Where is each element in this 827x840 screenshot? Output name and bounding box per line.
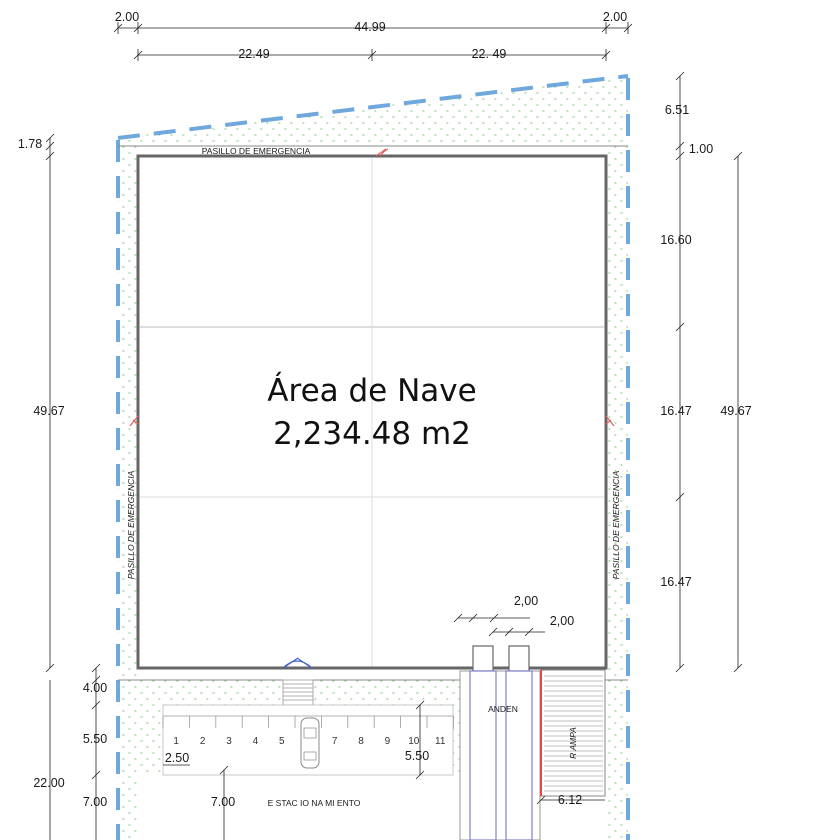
dim-right-total: 49.67 <box>720 404 751 418</box>
green-strip-top <box>118 76 628 146</box>
dim-stall-width: 2.50 <box>165 751 189 765</box>
aisle-lines <box>118 145 628 681</box>
dim-right-16-47-b: 16.47 <box>660 575 691 589</box>
dock-leveler-1 <box>472 645 494 672</box>
car-icon <box>300 717 320 769</box>
dim-ramp-6-12: 6.12 <box>558 793 582 807</box>
stall-number: 7 <box>332 736 338 747</box>
door-right <box>605 415 615 427</box>
perimeter-fence <box>116 74 630 840</box>
warehouse-title: Área de Nave <box>267 373 476 409</box>
green-strip-right <box>606 146 628 676</box>
dim-bottom-5-50: 5.50 <box>83 732 107 746</box>
dim-right-6-51: 6.51 <box>665 103 689 117</box>
stall-number: 10 <box>408 736 420 747</box>
door-left <box>129 415 139 427</box>
stall-number: 11 <box>435 736 446 747</box>
warehouse-area: 2,234.48 m2 <box>273 416 471 452</box>
stall-number: 2 <box>200 736 206 747</box>
green-parking-right <box>452 705 462 775</box>
pasillo-right-label: PASILLO DE EMERGENCIA <box>611 470 621 579</box>
dim-dock-2-00-a: 2,00 <box>514 594 538 608</box>
rampa-label: R AMPA <box>568 727 578 759</box>
green-parking-left <box>118 705 163 775</box>
stall-number: 8 <box>358 736 364 747</box>
dim-bottom-4-00: 4.00 <box>83 681 107 695</box>
parking-label: E STAC IO NA MI ENTO <box>268 798 361 808</box>
front-steps <box>282 679 314 706</box>
dock-platform <box>459 670 541 840</box>
dim-right-1-00: 1.00 <box>689 142 713 156</box>
dim-aisle-7-00: 7.00 <box>211 795 235 809</box>
dim-stall-depth: 5.50 <box>405 749 429 763</box>
dim-dock-2-00-b: 2,00 <box>550 614 574 628</box>
dim-top-right-margin: 2.00 <box>603 10 627 24</box>
truck-lane-1 <box>469 670 497 840</box>
dim-top-total: 44.99 <box>354 20 385 34</box>
dim-bottom-22-00: 22.00 <box>33 776 64 790</box>
doors <box>129 148 615 669</box>
green-strip-left <box>118 146 138 840</box>
dim-top-half-right: 22. 49 <box>472 47 507 61</box>
dim-top-half-left: 22.49 <box>238 47 269 61</box>
green-right-bottom <box>606 680 628 840</box>
dim-right-16-47-a: 16.47 <box>660 404 691 418</box>
pasillo-top-label: PASILLO DE EMERGENCIA <box>202 146 311 156</box>
dim-left-total: 49.67 <box>33 404 64 418</box>
dim-top-left-margin: 2.00 <box>115 10 139 24</box>
dim-left-1-78: 1.78 <box>18 137 42 151</box>
dimension-texts: 2.00 44.99 2.00 22.49 22. 49 6.51 1.00 1… <box>18 10 752 809</box>
door-top <box>375 148 389 157</box>
green-front-left <box>118 680 283 705</box>
stall-number: 4 <box>253 736 259 747</box>
loading-dock: ANDEN <box>459 645 541 840</box>
anden-label: ANDEN <box>488 704 518 714</box>
pasillo-left-label: PASILLO DE EMERGENCIA <box>126 470 136 579</box>
green-front-mid <box>313 680 460 705</box>
dim-right-16-60: 16.60 <box>660 233 691 247</box>
green-areas <box>118 76 628 840</box>
stall-number: 9 <box>385 736 391 747</box>
dim-bottom-7-00-a: 7.00 <box>83 795 107 809</box>
warehouse: Área de Nave 2,234.48 m2 <box>136 154 608 670</box>
stall-number: 3 <box>226 736 232 747</box>
dock-leveler-2 <box>508 645 530 672</box>
stall-number: 1 <box>173 736 179 747</box>
parking: 1234567891011 E STAC IO NA MI ENTO <box>162 704 454 808</box>
dimension-lines <box>45 22 743 840</box>
ramp: R AMPA <box>540 669 606 797</box>
stall-number: 5 <box>279 736 285 747</box>
truck-lane-2 <box>505 670 533 840</box>
